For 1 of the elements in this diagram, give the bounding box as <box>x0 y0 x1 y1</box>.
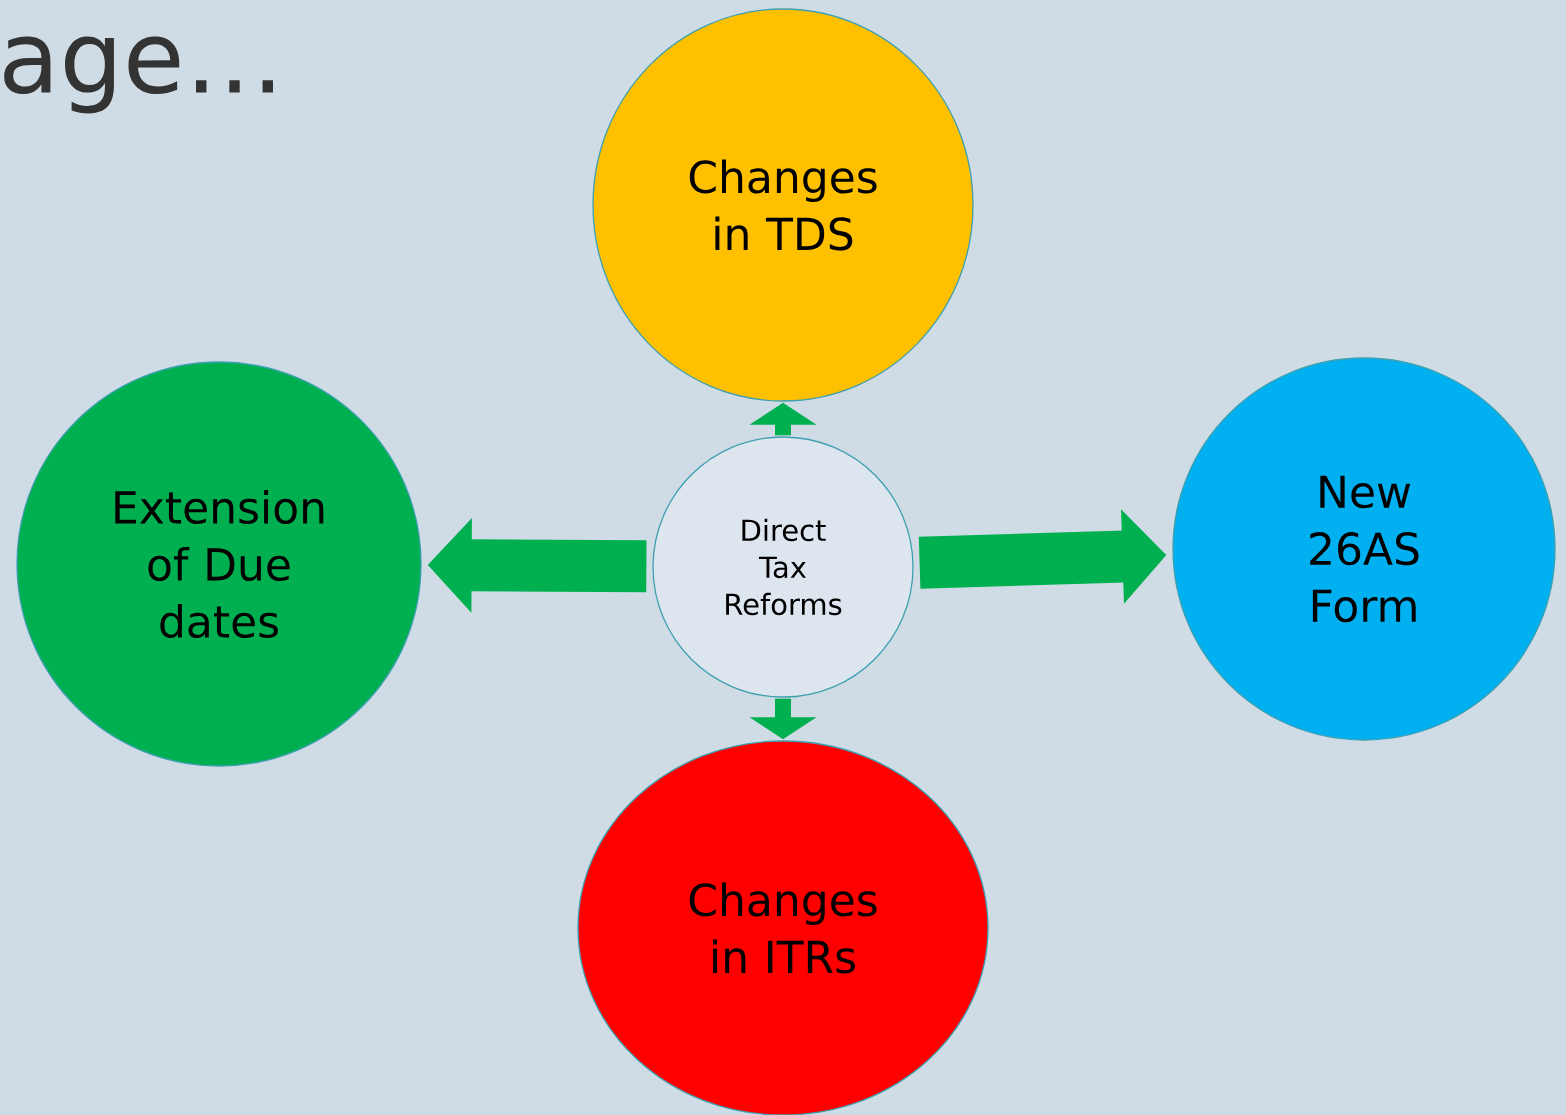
slide-title: age… <box>4 36 273 114</box>
